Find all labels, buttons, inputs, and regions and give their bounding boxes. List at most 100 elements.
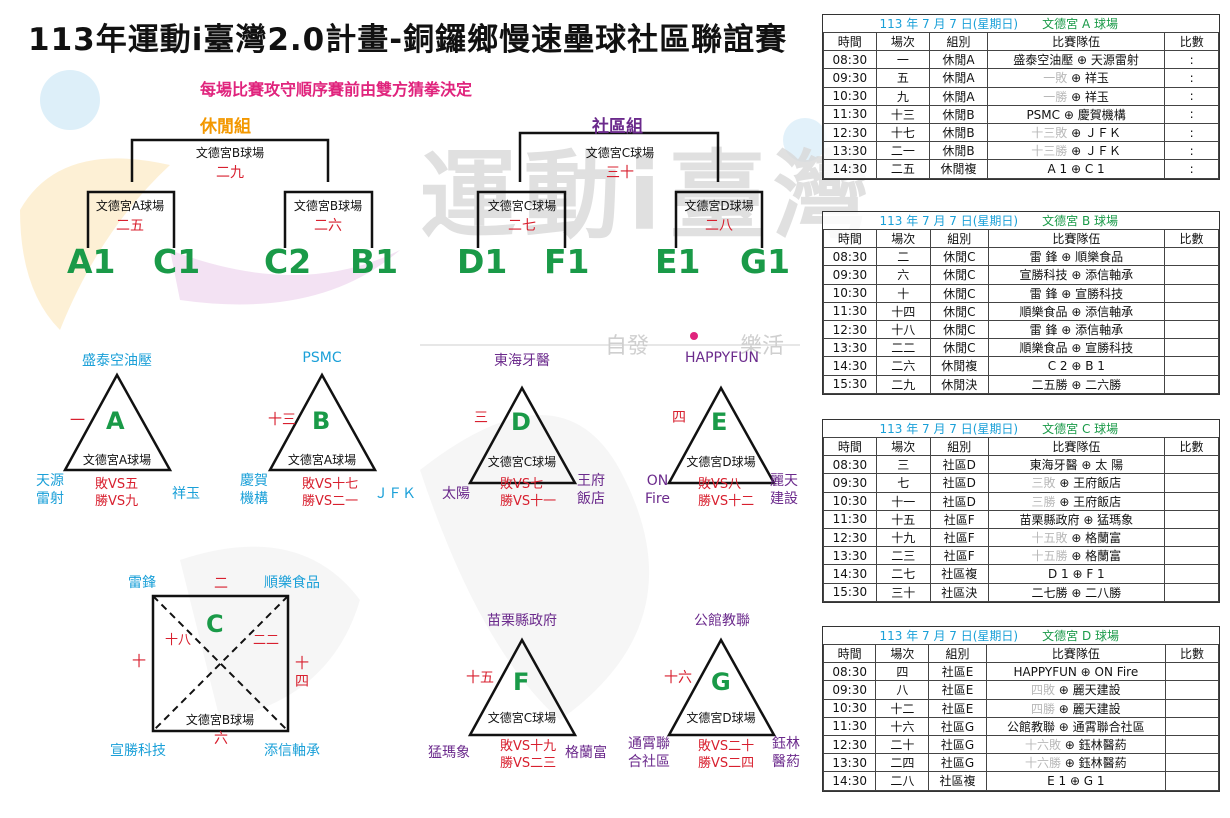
group-c-no-diag2: 二二 xyxy=(253,633,280,648)
schedule-cell xyxy=(1164,662,1220,682)
group-d-top-team: 東海牙醫 xyxy=(494,353,550,369)
bracket-leisure-right-no: 二六 xyxy=(314,218,342,234)
group-f-rd1: 敗VS十九 xyxy=(500,739,557,754)
schedule-cell: 14:30 xyxy=(823,564,877,584)
group-a-top-team: 盛泰空油壓 xyxy=(82,353,152,369)
schedule-cell: 12:30 xyxy=(823,122,877,143)
schedule-cell: 08:30 xyxy=(822,662,877,682)
schedule-cell: 休閒A xyxy=(929,86,988,106)
bracket-leisure-final-venue: 文德宮B球場 xyxy=(195,146,265,160)
group-c-no-diag1: 十八 xyxy=(165,633,192,648)
group-g-top-team: 公館教聯 xyxy=(694,613,750,629)
schedule-cell: 休閒C xyxy=(929,265,989,285)
schedule-column-header: 場次 xyxy=(875,228,931,249)
schedule-cell: 休閒B xyxy=(929,104,988,124)
group-d-letter: D xyxy=(511,408,531,436)
bracket-community-right-venue: 文德宮D球場 xyxy=(684,199,754,213)
schedule-cell: 15:30 xyxy=(823,374,877,394)
schedule-column-header: 場次 xyxy=(875,31,931,52)
schedule-cell xyxy=(1163,455,1220,475)
schedule-cell: 二八 xyxy=(875,771,930,791)
schedule-cell xyxy=(1164,771,1220,791)
schedule-cell: 十九 xyxy=(875,527,931,548)
schedule-cell: 雷 鋒 ⊕ 宣勝科技 xyxy=(987,283,1165,303)
group-a-left-team: 天源 雷射 xyxy=(36,473,64,507)
schedule-column-header: 時間 xyxy=(823,436,877,457)
bracket-community-right-no: 二八 xyxy=(705,218,733,234)
group-g-side-no: 十六 xyxy=(664,670,692,686)
group-c-no-left: 十 xyxy=(132,654,146,670)
schedule-cell: 08:30 xyxy=(823,50,877,70)
schedule-cell: 三勝 ⊕ 王府飯店 xyxy=(987,491,1165,511)
group-d-right-team: 王府 飯店 xyxy=(577,473,605,507)
bracket-community-title: 社區組 xyxy=(592,117,643,137)
bracket-team-e1: E1 xyxy=(655,242,701,281)
schedule-cell: 休閒決 xyxy=(929,374,989,394)
schedule-panel-header: 113 年 7 月 7 日(星期日)文德宮 A 球場 xyxy=(823,15,1219,33)
schedule-cell: 休閒C xyxy=(929,247,989,267)
schedule-cell xyxy=(1163,338,1220,358)
schedule-cell: 11:30 xyxy=(823,509,877,529)
group-e-venue: 文德宮D球場 xyxy=(686,455,756,469)
schedule-cell: 十二 xyxy=(875,698,930,718)
bracket-team-f1: F1 xyxy=(544,242,590,281)
schedule-column-header: 比數 xyxy=(1163,228,1220,249)
schedule-cell: 三十 xyxy=(875,582,931,602)
watermark-slogan-left: 自發 xyxy=(605,334,650,359)
schedule-cell: 十五敗 ⊕ 格蘭富 xyxy=(987,527,1165,548)
schedule-cell: 休閒C xyxy=(929,338,989,358)
schedule-date: 113 年 7 月 7 日(星期日) xyxy=(879,17,1019,31)
schedule-cell xyxy=(1164,698,1220,718)
schedule-cell: 一敗 ⊕ 祥玉 xyxy=(986,68,1166,88)
group-e-rd1: 敗VS八 xyxy=(698,477,742,492)
bracket-leisure-final-no: 二九 xyxy=(216,165,244,181)
group-f-right-team: 格蘭富 xyxy=(565,745,607,761)
schedule-cell: 二一 xyxy=(875,141,931,161)
schedule-cell xyxy=(1163,374,1220,394)
schedule-cell: 社區D xyxy=(929,455,989,475)
group-e-letter: E xyxy=(711,408,728,436)
group-g-venue: 文德宮D球場 xyxy=(686,711,756,725)
group-a-rd1: 敗VS五 xyxy=(95,477,139,492)
schedule-cell: 休閒C xyxy=(929,301,989,321)
schedule-cell xyxy=(1164,734,1220,755)
schedule-cell: 一勝 ⊕ 祥玉 xyxy=(986,86,1166,106)
schedule-cell: 盛泰空油壓 ⊕ 天源雷射 xyxy=(986,50,1166,70)
schedule-cell: 二 xyxy=(875,247,931,267)
group-b-side-no: 十三 xyxy=(268,412,296,428)
watermark-logo: 運動i臺灣 xyxy=(420,140,877,252)
bracket-team-c2: C2 xyxy=(264,242,312,281)
schedule-cell: : xyxy=(1164,86,1219,106)
schedule-cell: 09:30 xyxy=(823,473,877,493)
schedule-cell: 五 xyxy=(875,68,931,88)
group-c-no-top: 二 xyxy=(214,576,228,592)
schedule-panel-header: 113 年 7 月 7 日(星期日)文德宮 D 球場 xyxy=(823,627,1219,645)
group-b-right-team: ＪＦＫ xyxy=(374,486,416,502)
schedule-cell: : xyxy=(1164,68,1219,88)
schedule-column-header: 比賽隊伍 xyxy=(985,643,1166,664)
group-f-top-team: 苗栗縣政府 xyxy=(487,613,557,629)
schedule-cell xyxy=(1163,582,1220,602)
schedule-cell: : xyxy=(1164,50,1219,70)
bracket-community-left-venue: 文德宮C球場 xyxy=(487,199,557,213)
schedule-column-header: 組別 xyxy=(929,31,988,52)
schedule-cell: 順樂食品 ⊕ 宣勝科技 xyxy=(987,338,1165,358)
schedule-cell: 社區G xyxy=(928,734,987,755)
group-b-letter: B xyxy=(312,407,331,435)
schedule-cell xyxy=(1163,527,1220,548)
schedule-column-header: 時間 xyxy=(823,31,877,52)
schedule-cell: C 2 ⊕ B 1 xyxy=(987,356,1165,376)
schedule-cell: 休閒B xyxy=(929,141,988,161)
schedule-cell: 09:30 xyxy=(823,265,877,285)
schedule-cell: 十六敗 ⊕ 鈺林醫葯 xyxy=(985,734,1166,755)
schedule-cell: 四 xyxy=(875,662,930,682)
schedule-cell: 社區決 xyxy=(929,582,989,602)
group-b-left-team: 慶賀 機構 xyxy=(240,473,268,507)
schedule-cell: 七 xyxy=(875,473,931,493)
